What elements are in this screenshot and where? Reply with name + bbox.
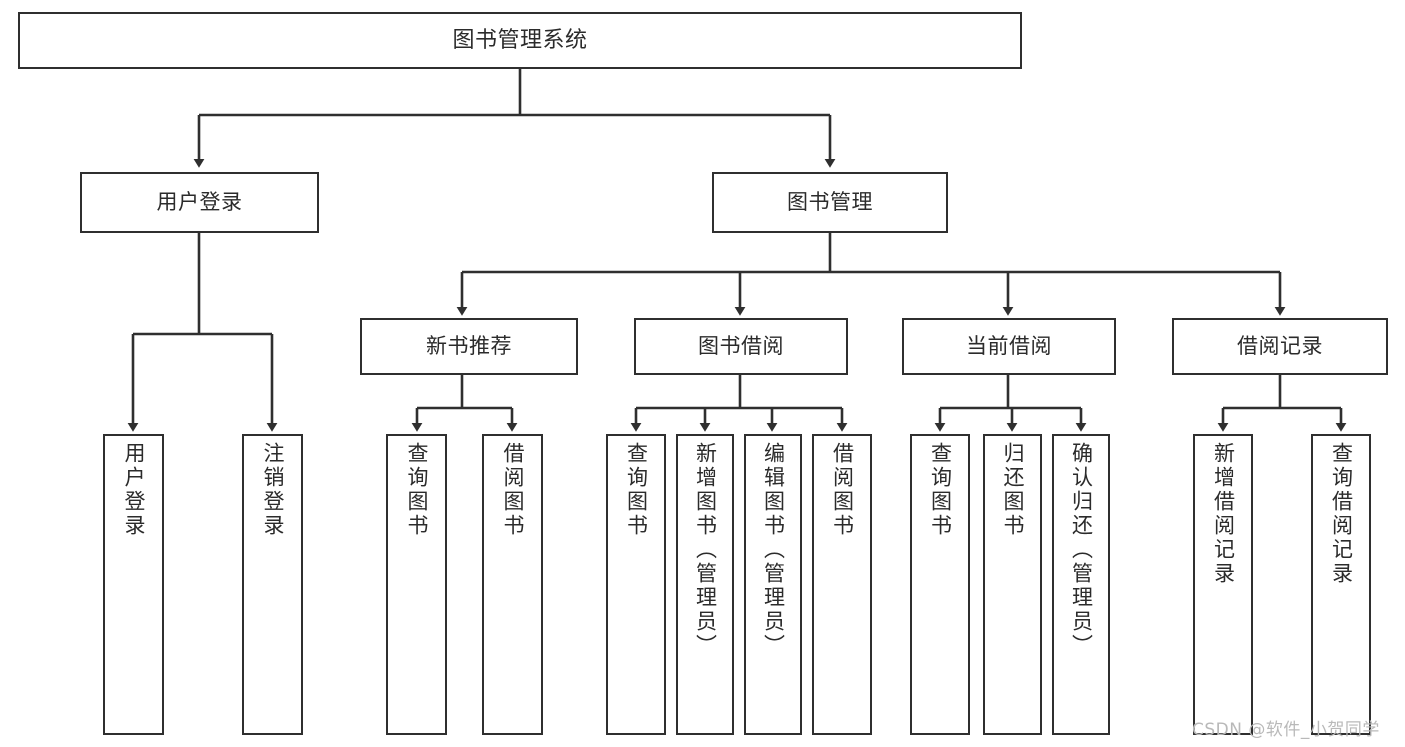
node-label: 查询图书 [624,442,649,538]
node-new-book-recommend[interactable]: 新书推荐 [360,318,578,375]
node-root-system[interactable]: 图书管理系统 [18,12,1022,69]
node-label: 借阅图书 [830,442,855,538]
node-label: 图书管理系统 [452,27,588,53]
node-user-login[interactable]: 用户登录 [80,172,319,233]
node-label: 编辑图书（管理员） [761,442,786,658]
leaf-user-login-logout[interactable]: 注销登录 [242,434,303,735]
node-label: 查询图书 [405,442,429,538]
leaf-current-borrow-query[interactable]: 查询图书 [910,434,970,735]
node-label: 当前借阅 [966,334,1052,359]
leaf-borrow-record-add[interactable]: 新增借阅记录 [1193,434,1253,735]
leaf-borrow-record-query[interactable]: 查询借阅记录 [1311,434,1371,735]
node-label: 用户登录 [156,190,243,215]
node-borrow-record[interactable]: 借阅记录 [1172,318,1388,375]
leaf-book-borrow-edit[interactable]: 编辑图书（管理员） [744,434,802,735]
node-label: 新书推荐 [426,334,512,359]
node-current-borrow[interactable]: 当前借阅 [902,318,1116,375]
leaf-book-borrow-borrow[interactable]: 借阅图书 [812,434,872,735]
node-label: 查询借阅记录 [1329,442,1354,586]
node-label: 借阅记录 [1237,334,1323,359]
leaf-user-login-login[interactable]: 用户登录 [103,434,164,735]
leaf-book-borrow-query[interactable]: 查询图书 [606,434,666,735]
node-label: 新增图书（管理员） [693,442,718,658]
leaf-new-book-query[interactable]: 查询图书 [386,434,447,735]
csdn-watermark: CSDN @软件_小贺同学 [1192,720,1380,740]
leaf-current-borrow-return[interactable]: 归还图书 [983,434,1042,735]
node-label: 注销登录 [261,442,285,538]
node-label: 新增借阅记录 [1211,442,1236,586]
node-label: 确认归还（管理员） [1069,442,1094,658]
node-label: 图书管理 [787,190,873,215]
node-book-borrow[interactable]: 图书借阅 [634,318,848,375]
node-label: 借阅图书 [501,442,525,538]
node-label: 查询图书 [928,442,953,538]
node-label: 图书借阅 [698,334,784,359]
leaf-new-book-borrow[interactable]: 借阅图书 [482,434,543,735]
node-label: 归还图书 [1001,442,1025,538]
leaf-current-borrow-confirm-return[interactable]: 确认归还（管理员） [1052,434,1110,735]
node-book-management[interactable]: 图书管理 [712,172,948,233]
node-label: 用户登录 [122,442,146,538]
leaf-book-borrow-add[interactable]: 新增图书（管理员） [676,434,734,735]
